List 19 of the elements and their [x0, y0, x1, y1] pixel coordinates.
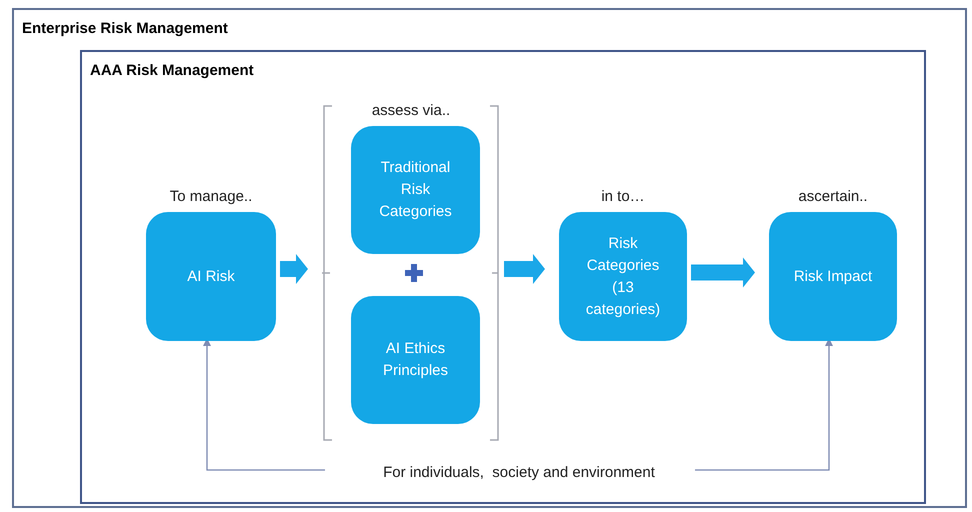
process-box: AI Ethics Principles: [351, 296, 480, 424]
process-box: AI Risk: [146, 212, 276, 341]
process-box: Risk Impact: [769, 212, 897, 341]
panel-title: AAA Risk Management: [90, 61, 254, 81]
connector-arrow: [695, 338, 833, 471]
block-arrow: [280, 254, 308, 284]
step-caption: in to…: [600, 187, 646, 207]
block-arrow: [691, 258, 755, 288]
connector-arrow: [203, 338, 325, 471]
step-caption: ascertain..: [797, 187, 869, 207]
panel-title: Enterprise Risk Management: [22, 19, 228, 39]
block-arrow: [504, 254, 545, 284]
process-box: Risk Categories (13 categories): [559, 212, 687, 341]
frame-panel: [80, 50, 926, 504]
note-text: For individuals, society and environment: [349, 462, 689, 486]
frame-panel: [12, 8, 967, 508]
process-box: Traditional Risk Categories: [351, 126, 480, 254]
step-caption: To manage..: [168, 187, 254, 207]
group-heading: assess via..: [370, 101, 452, 121]
